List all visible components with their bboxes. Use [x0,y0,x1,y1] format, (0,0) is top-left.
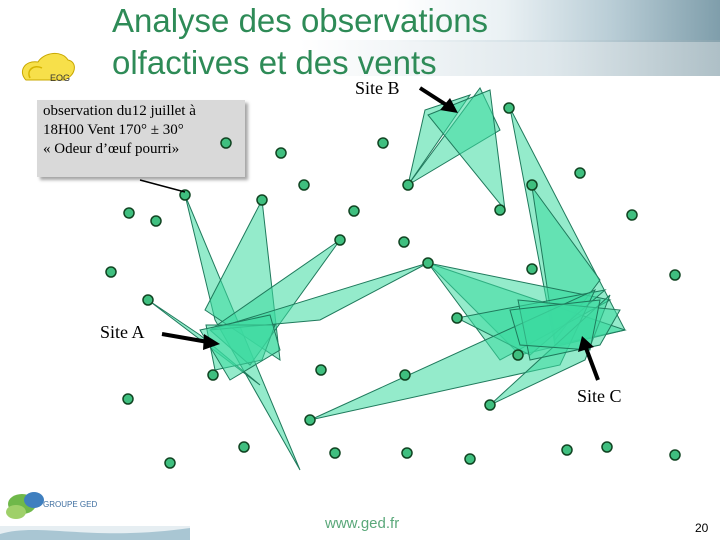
observer-dot [221,138,231,148]
site-b-label: Site B [355,78,400,99]
ged-logo [0,482,190,540]
site-c-label: Site C [577,386,622,407]
site-a-label: Site A [100,322,145,343]
footer-url[interactable]: www.ged.fr [325,515,399,532]
ged-logo-text: GROUPE GED [43,500,97,509]
page-number: 20 [695,521,708,535]
